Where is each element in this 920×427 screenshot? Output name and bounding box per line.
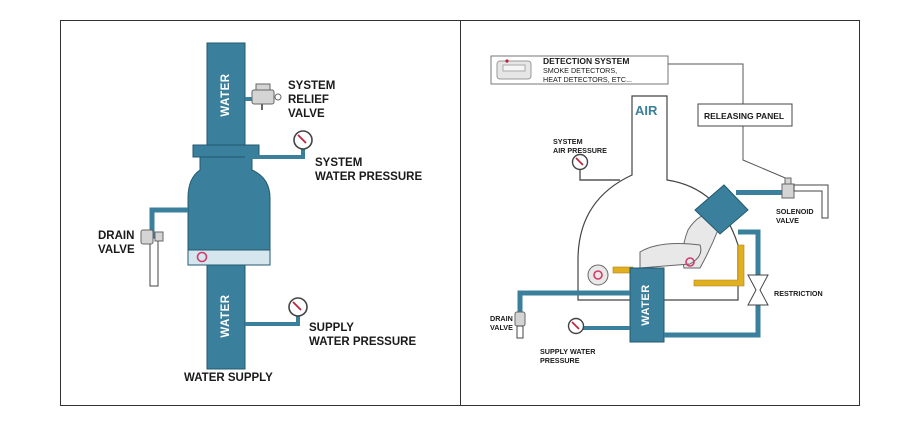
right-drain — [514, 290, 630, 339]
left-riser — [187, 42, 271, 370]
right-supply-gauge — [567, 317, 630, 335]
air-label: AIR — [635, 103, 658, 118]
seat-ring — [196, 251, 208, 263]
supply-pressure-label: SUPPLY WATER PRESSURE — [309, 322, 417, 348]
system-pressure-gauge — [245, 130, 313, 159]
lower-pipe — [206, 264, 246, 370]
releasing-panel-label: RELEASING PANEL — [704, 111, 785, 121]
water-chamber-label: WATER — [640, 284, 652, 326]
restriction-fitting — [747, 274, 769, 306]
solenoid-label: SOLENOID VALVE — [776, 207, 814, 225]
water-chamber — [629, 267, 665, 343]
lower-pipe-label: WATER — [220, 294, 232, 338]
system-pressure-label: SYSTEM WATER PRESSURE — [315, 157, 423, 183]
right-air-gauge — [571, 153, 620, 181]
detection-title: DETECTION SYSTEM — [543, 56, 630, 66]
water-supply-label: WATER SUPPLY — [184, 372, 273, 384]
right-supply-label: SUPPLY WATER PRESSURE — [540, 347, 596, 365]
signal-wires — [668, 63, 791, 181]
releasing-panel-box — [697, 103, 793, 127]
left-drain — [140, 207, 188, 287]
upper-pipe-label: WATER — [220, 73, 232, 117]
priming-line — [664, 250, 761, 338]
upper-pipe — [206, 42, 246, 147]
detection-system — [490, 55, 669, 85]
relief-valve-label: SYSTEM RELIEF VALVE — [288, 80, 336, 120]
drain-valve-label: DRAIN VALVE — [98, 230, 135, 256]
solenoid-line — [736, 190, 784, 195]
restriction-label: RESTRICTION — [774, 289, 823, 298]
right-drain-label: DRAIN VALVE — [490, 314, 513, 332]
air-pressure-label: SYSTEM AIR PRESSURE — [553, 137, 607, 155]
supply-pressure-gauge — [245, 297, 308, 326]
relief-valve — [245, 83, 282, 110]
priming-chamber — [694, 184, 749, 235]
detection-subtitle: SMOKE DETECTORS, HEAT DETECTORS, ETC... — [543, 66, 633, 84]
dry-pipe-valve — [577, 95, 745, 301]
solenoid-valve — [781, 177, 829, 219]
